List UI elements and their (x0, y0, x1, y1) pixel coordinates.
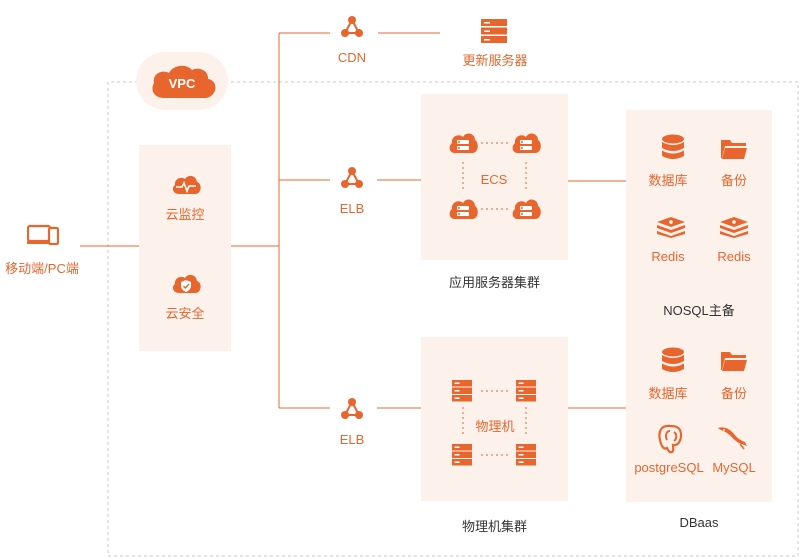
nosql-item-label: Redis (651, 249, 685, 264)
redis-icon (656, 216, 686, 243)
redis-icon (719, 216, 749, 243)
database-icon (661, 347, 685, 380)
elb-top-label: ELB (339, 201, 365, 216)
server-icon (481, 19, 507, 48)
cdn-label: CDN (337, 50, 367, 65)
mysql-icon (716, 424, 748, 455)
security-monitor-label: 云监控 (165, 207, 205, 222)
server-icon (452, 444, 472, 471)
nosql-item-label: 备份 (720, 173, 747, 188)
ecs-label: ECS (480, 172, 508, 187)
cloud-server-icon (448, 131, 478, 160)
nosql-caption: NOSQL主备 (663, 303, 735, 318)
physical-cluster-panel (421, 337, 568, 501)
app-cluster-dashes (462, 142, 527, 210)
dbaas-item-label: MySQL (712, 460, 756, 475)
vpc-badge: VPC (136, 52, 228, 110)
nosql-panel (626, 110, 772, 502)
server-icon (516, 380, 536, 407)
physical-center-label: 物理机 (475, 419, 515, 434)
network-icon (340, 15, 364, 44)
dbaas-caption: DBaas (679, 515, 719, 530)
physical-cluster-dashes (462, 390, 527, 456)
cloud-server-icon (511, 197, 541, 226)
server-icon (516, 444, 536, 471)
update-server-label: 更新服务器 (462, 53, 528, 68)
app-cluster-panel (421, 94, 568, 260)
cloud-server-icon (511, 131, 541, 160)
cloud-icon (152, 65, 216, 98)
database-icon (661, 134, 685, 167)
dbaas-item-label: 数据库 (648, 386, 688, 401)
cloud-pulse-icon (171, 174, 201, 201)
app-cluster-caption: 应用服务器集群 (448, 275, 540, 290)
client-label: 移动端/PC端 (5, 261, 79, 276)
elb-bottom-label: ELB (339, 432, 365, 447)
dbaas-item-label: 备份 (720, 386, 747, 401)
nosql-item-label: Redis (717, 249, 751, 264)
folder-icon (720, 350, 748, 377)
dbaas-item-label: postgreSQL (634, 460, 704, 475)
vpc-boundary (107, 81, 799, 557)
server-icon (452, 380, 472, 407)
nosql-item-label: 数据库 (648, 173, 688, 188)
devices-icon (26, 224, 60, 253)
cloud-server-icon (448, 197, 478, 226)
physical-cluster-caption: 物理机集群 (461, 519, 527, 534)
cloud-shield-icon (171, 273, 201, 300)
postgresql-icon (656, 424, 684, 459)
security-safety-label: 云安全 (165, 306, 205, 321)
vpc-label: VPC (168, 76, 196, 91)
folder-icon (720, 138, 748, 165)
network-icon (340, 397, 364, 426)
network-icon (340, 166, 364, 195)
